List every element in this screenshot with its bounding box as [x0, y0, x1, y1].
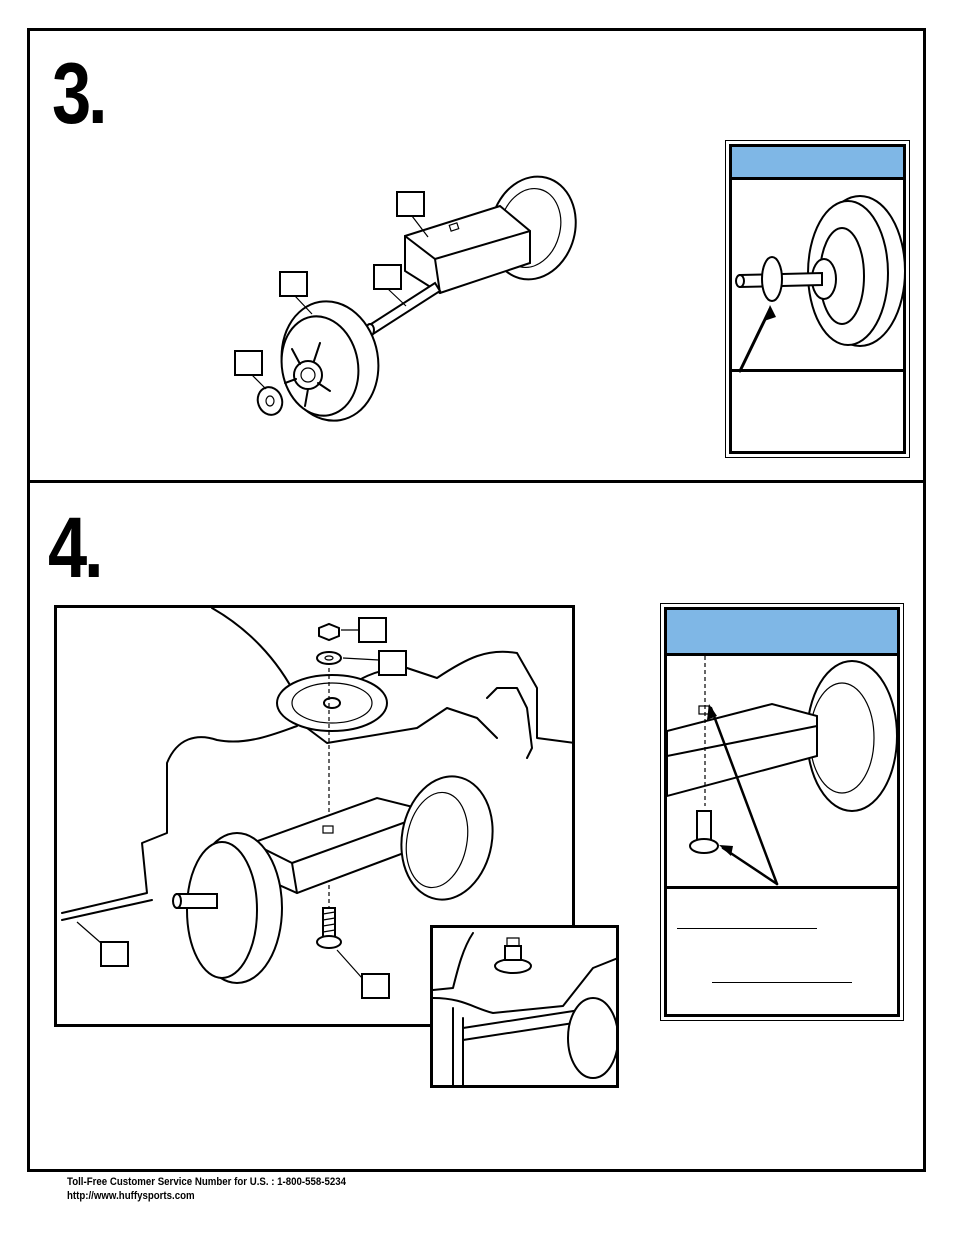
callout-divider	[732, 369, 903, 372]
square-neck-bolt-detail	[667, 656, 898, 886]
washer-detail-callout	[725, 140, 910, 458]
website-link[interactable]: http://www.huffysports.com	[67, 1190, 195, 1202]
bolt-tightened-drawing	[433, 932, 616, 1085]
callout-header	[732, 147, 903, 180]
footer: Toll-Free Customer Service Number for U.…	[67, 1175, 346, 1203]
blank-line-2	[712, 982, 852, 983]
callout-header-4	[667, 610, 897, 656]
bolt-tightened-inset	[430, 925, 619, 1088]
step-4-panel: 4.	[27, 480, 926, 1172]
blank-line-1	[677, 928, 817, 929]
wheel-washer-detail	[735, 195, 906, 373]
step-4-number: 4.	[48, 500, 104, 596]
callout-divider-4	[667, 886, 897, 889]
step-3-number: 3.	[52, 46, 108, 142]
customer-service-line: Toll-Free Customer Service Number for U.…	[67, 1176, 347, 1188]
step-3-panel: 3.	[27, 28, 926, 483]
axle-mount-drawing	[61, 608, 572, 999]
axle-exploded-illustration	[234, 175, 577, 422]
bolt-square-hole-callout	[660, 603, 904, 1021]
